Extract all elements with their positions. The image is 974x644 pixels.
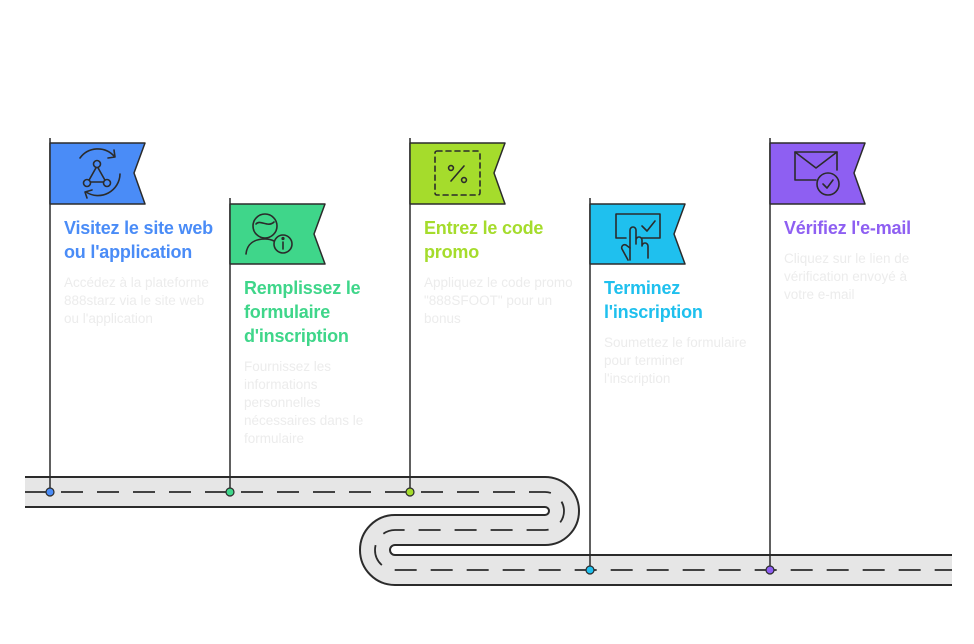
step-1-flag-banner (49, 142, 146, 205)
step-3-road-marker (405, 487, 415, 497)
percent-coupon-icon (434, 150, 481, 196)
step-4-description: Soumettez le formulaire pour terminer l'… (604, 335, 747, 386)
step-5-road-marker (765, 565, 775, 575)
step-1-road-marker (45, 487, 55, 497)
touch-check-icon (615, 213, 661, 261)
step-3-description: Appliquez le code promo "888SFOOT" pour … (424, 275, 573, 326)
step-2-description: Fournissez les informations personnelles… (244, 359, 364, 446)
step-1-flag (45, 138, 146, 497)
step-5-flag (765, 138, 866, 575)
step-5-description: Cliquez sur le lien de vérification envo… (784, 251, 910, 302)
step-1-title: Visitez le site web ou l'application (64, 218, 213, 262)
step-3-title: Entrez le code promo (424, 218, 544, 262)
refresh-network-icon (79, 148, 121, 199)
step-2-title: Remplissez le formulaire d'inscription (244, 278, 361, 346)
step-4-title: Terminez l'inscription (604, 278, 703, 322)
step-2-flag-banner (229, 203, 326, 265)
step-4-flag-banner (589, 203, 686, 265)
step-3-flag (405, 138, 506, 497)
user-info-icon (245, 213, 293, 255)
step-5-title: Vérifiez l'e-mail (784, 218, 911, 238)
step-4-road-marker (585, 565, 595, 575)
step-2-flag (225, 198, 326, 497)
step-4-flag (585, 198, 686, 575)
step-1-description: Accédez à la plateforme 888starz via le … (64, 275, 209, 326)
email-verified-icon (794, 151, 840, 196)
step-2-road-marker (225, 487, 235, 497)
step-5-flag-banner (769, 142, 866, 205)
